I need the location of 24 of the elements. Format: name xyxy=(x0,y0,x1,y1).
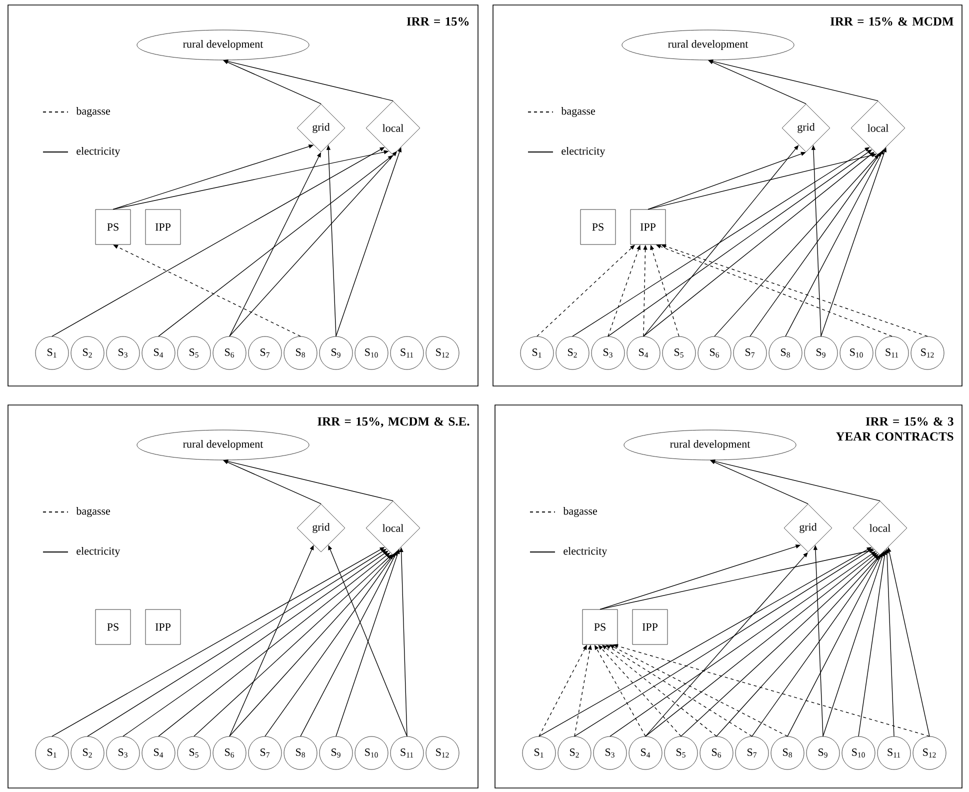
legend-label: electricity xyxy=(76,547,120,557)
plant-box: PS xyxy=(580,209,616,245)
arrow xyxy=(158,155,393,337)
arrow xyxy=(643,152,874,337)
panel-title: IRR = 15% xyxy=(406,17,469,26)
panel-title: IRR = 15% & 3 YEAR CONTRACTS xyxy=(836,417,954,441)
plant-box: PS xyxy=(582,609,618,645)
legend-label: bagasse xyxy=(76,107,110,117)
legend-label: bagasse xyxy=(76,507,110,517)
plant-box: IPP xyxy=(145,609,181,645)
legend-label: electricity xyxy=(76,147,120,157)
plant-box: IPP xyxy=(630,209,666,245)
plant-box: IPP xyxy=(145,209,181,245)
arrow xyxy=(264,552,396,737)
panel-title: IRR = 15%, MCDM & S.E. xyxy=(318,417,470,428)
legend-label: electricity xyxy=(564,547,608,557)
legend-label: bagasse xyxy=(563,507,598,517)
plant-box: PS xyxy=(95,609,131,645)
arrow xyxy=(787,552,883,737)
legend-label: bagasse xyxy=(561,107,596,117)
legend-label: electricity xyxy=(562,147,606,157)
plant-box: PS xyxy=(95,209,131,245)
panel-title: IRR = 15% & MCDM xyxy=(830,17,954,26)
plant-box: IPP xyxy=(632,609,668,645)
